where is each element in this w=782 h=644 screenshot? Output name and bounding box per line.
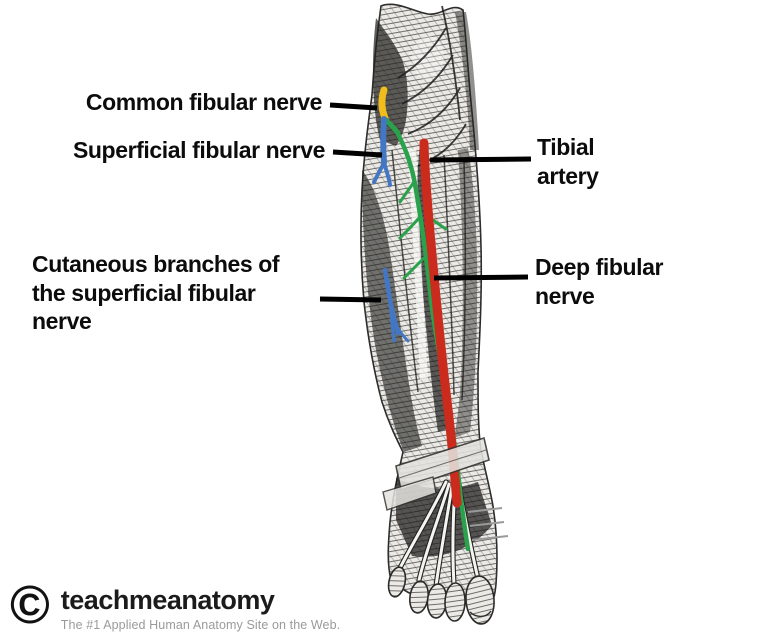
site-tagline: The #1 Applied Human Anatomy Site on the…	[60, 618, 341, 632]
extensor-retinaculum	[382, 436, 490, 511]
site-logo: © teachmeanatomy The #1 Applied Human An…	[10, 575, 341, 635]
label-superficial-fibular-nerve: Superficial fibular nerve	[72, 137, 325, 163]
toe	[444, 582, 466, 622]
label-deep-fibular-nerve: Deep fibular nerve	[535, 254, 664, 309]
superficial-fibular-forks	[372, 161, 392, 187]
big-toe	[465, 575, 495, 625]
label-common-fibular-nerve: Common fibular nerve	[85, 89, 323, 115]
leader-line-tibial-artery	[429, 156, 532, 163]
toes	[387, 566, 495, 625]
leader-line-deep-fibular	[433, 274, 529, 281]
leader-line-common-fibular	[329, 102, 378, 111]
site-logo-text: teachmeanatomy The #1 Applied Human Anat…	[60, 581, 341, 633]
leader-line-cutaneous-branches	[319, 296, 382, 303]
superficial-fibular-nerve-path	[380, 116, 387, 166]
leader-lines	[319, 102, 532, 303]
cutaneous-branches-paths	[382, 267, 410, 343]
copyright-icon: ©	[10, 575, 50, 635]
gray-stub-lines	[467, 507, 509, 541]
site-name: teachmeanatomy	[60, 585, 275, 615]
toe	[387, 566, 407, 598]
label-tibial-artery: Tibial artery	[537, 134, 599, 189]
label-cutaneous-branches: Cutaneous branches of the superficial fi…	[32, 251, 280, 335]
deep-fibular-nerve-branch	[383, 117, 401, 136]
common-fibular-nerve-path	[378, 86, 389, 122]
leader-line-superficial-fibular	[332, 149, 383, 158]
